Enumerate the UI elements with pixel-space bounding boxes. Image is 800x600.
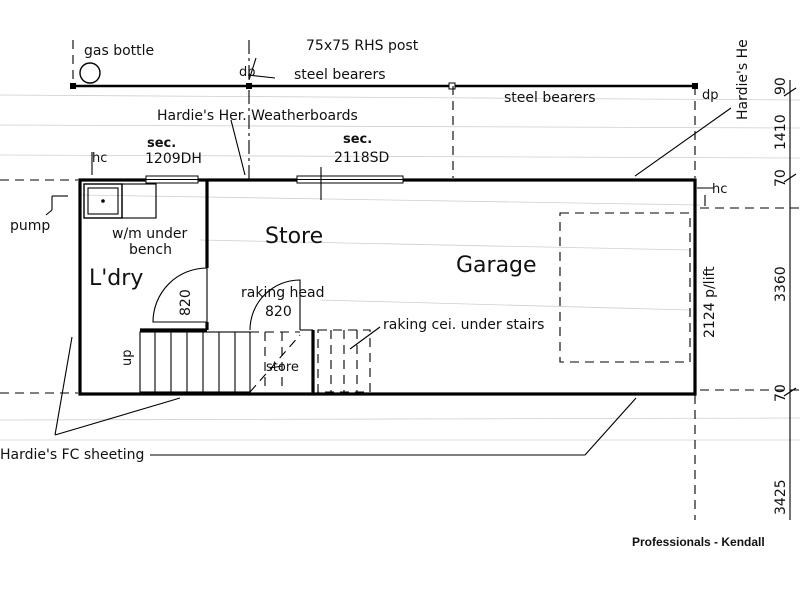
store-door-width: 820 [265, 304, 292, 320]
wm-under-label: w/m under [112, 226, 188, 242]
dimension-90: 90 [773, 77, 789, 95]
dimension-3360: 3360 [773, 266, 789, 302]
dimension-line [783, 80, 797, 520]
laundry-door-width: 820 [178, 289, 194, 316]
gas-bottle-symbol [79, 62, 101, 84]
background-bleed [0, 94, 800, 441]
dimension-70-bottom: 70 [773, 384, 789, 402]
window-1209-label: 1209DH [145, 151, 202, 167]
sec-label-2: sec. [343, 132, 372, 147]
garage-label: Garage [456, 253, 537, 278]
pump-label: pump [10, 218, 50, 234]
weatherboards-label: Hardie's Her. Weatherboards [157, 108, 358, 124]
hc-label-left: hc [92, 151, 107, 166]
bench-label: bench [129, 242, 172, 258]
stairs-up-label: up [120, 350, 135, 367]
watermark-credit: Professionals - Kendall [632, 535, 765, 549]
store-room-label: Store [265, 224, 323, 249]
dp-label-right: dp [702, 88, 719, 103]
hc-label-right: hc [712, 182, 727, 197]
dimension-3425: 3425 [773, 479, 789, 515]
fc-sheeting-label: Hardie's FC sheeting [0, 447, 144, 463]
steel-bearers-label-2: steel bearers [504, 90, 596, 106]
windows [145, 175, 404, 184]
laundry-bench [83, 183, 157, 219]
garage-door-zone [559, 212, 691, 363]
dimension-70-top: 70 [773, 169, 789, 187]
raking-ceiling-label: raking cei. under stairs [383, 317, 544, 333]
dashed-grid-lines [0, 40, 800, 520]
rhs-post-label: 75x75 RHS post [306, 38, 419, 54]
sec-label-1: sec. [147, 136, 176, 151]
steel-bearers-label-1: steel bearers [294, 67, 386, 83]
laundry-label: L'dry [89, 266, 143, 291]
lift-door-label: 2124 p/lift [702, 266, 718, 338]
window-2118-label: 2118SD [334, 150, 389, 166]
hardies-he-label: Hardie's He [735, 39, 751, 120]
leader-lines [45, 57, 732, 456]
store-small-label: store [266, 360, 299, 375]
raking-head-label: raking head [241, 285, 325, 301]
staircase [139, 329, 371, 393]
dimension-1410: 1410 [773, 114, 789, 150]
gas-bottle-label: gas bottle [84, 43, 154, 59]
store-door [249, 279, 301, 331]
laundry-door [152, 267, 208, 323]
verandah-beam [70, 82, 698, 90]
dp-label-left: dp [239, 65, 256, 80]
